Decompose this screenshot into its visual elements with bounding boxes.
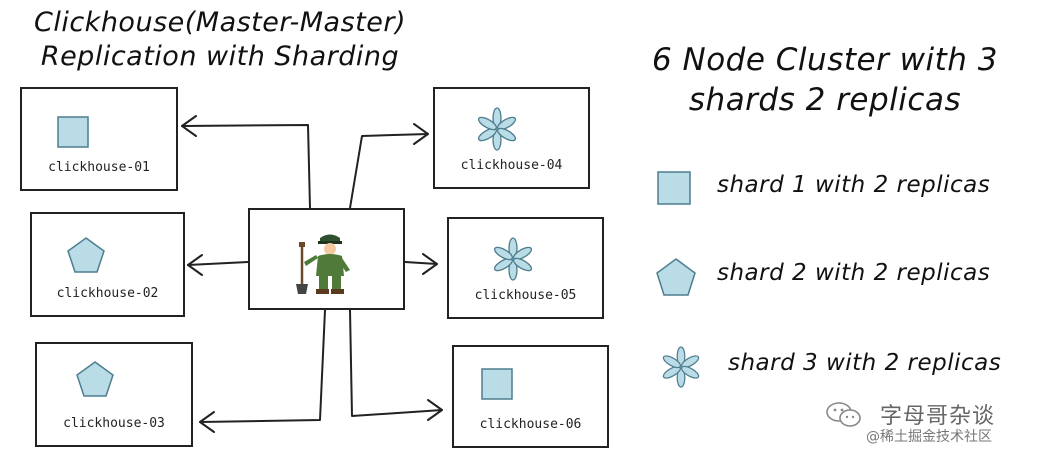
node-clickhouse-04: clickhouse-04 [433,87,590,189]
diagram-title: Clickhouse(Master-Master) Replication wi… [20,6,420,74]
coordinator-box [248,208,405,310]
legend-item-shard-2: shard 2 with 2 replicas [655,256,1025,296]
node-label: clickhouse-06 [479,417,582,432]
watermark-source: @稀土掘金技术社区 [866,429,992,445]
asterisk-icon [493,237,533,281]
asterisk-icon [662,346,700,388]
legend-text: shard 1 with 2 replicas [717,172,991,198]
node-label: clickhouse-04 [460,158,563,173]
arrow-to-clickhouse-05 [404,261,438,265]
watermark: 字母哥杂谈 @稀土掘金技术社区 [822,394,1037,450]
arrow-to-clickhouse-06 [349,309,443,417]
cluster-title-line-2: shards 2 replicas [688,82,962,118]
node-label: clickhouse-05 [474,288,577,303]
node-label: clickhouse-03 [63,416,165,431]
watermark-account-name: 字母哥杂谈 [880,404,996,429]
arrow-to-clickhouse-03 [199,309,326,423]
pentagon-icon [76,361,114,397]
square-icon [481,368,513,400]
title-line-2: Replication with Sharding [40,41,400,72]
cluster-title-line-1: 6 Node Cluster with 3 [651,42,999,78]
node-label: clickhouse-02 [56,286,159,301]
node-clickhouse-05: clickhouse-05 [447,217,604,319]
pentagon-icon [656,258,696,296]
legend-text: shard 2 with 2 replicas [717,260,991,286]
worker-with-shovel-icon [296,234,350,294]
legend-item-shard-1: shard 1 with 2 replicas [655,168,1025,208]
square-icon [57,116,89,148]
arrow-to-clickhouse-01 [181,124,311,209]
wechat-icon [826,402,861,427]
cluster-title: 6 Node Cluster with 3 shards 2 replicas [630,40,1020,120]
square-icon [657,171,691,205]
arrow-to-clickhouse-04 [349,133,429,209]
asterisk-icon [477,107,517,151]
node-clickhouse-01: clickhouse-01 [20,87,178,191]
node-label: clickhouse-01 [48,160,150,175]
title-line-1: Clickhouse(Master-Master) [33,7,406,38]
arrow-to-clickhouse-02 [187,261,249,266]
pentagon-icon [67,237,105,273]
node-clickhouse-02: clickhouse-02 [30,212,185,317]
legend-text: shard 3 with 2 replicas [728,350,1002,376]
legend-item-shard-3: shard 3 with 2 replicas [660,346,1030,388]
node-clickhouse-06: clickhouse-06 [452,345,609,448]
node-clickhouse-03: clickhouse-03 [35,342,193,447]
